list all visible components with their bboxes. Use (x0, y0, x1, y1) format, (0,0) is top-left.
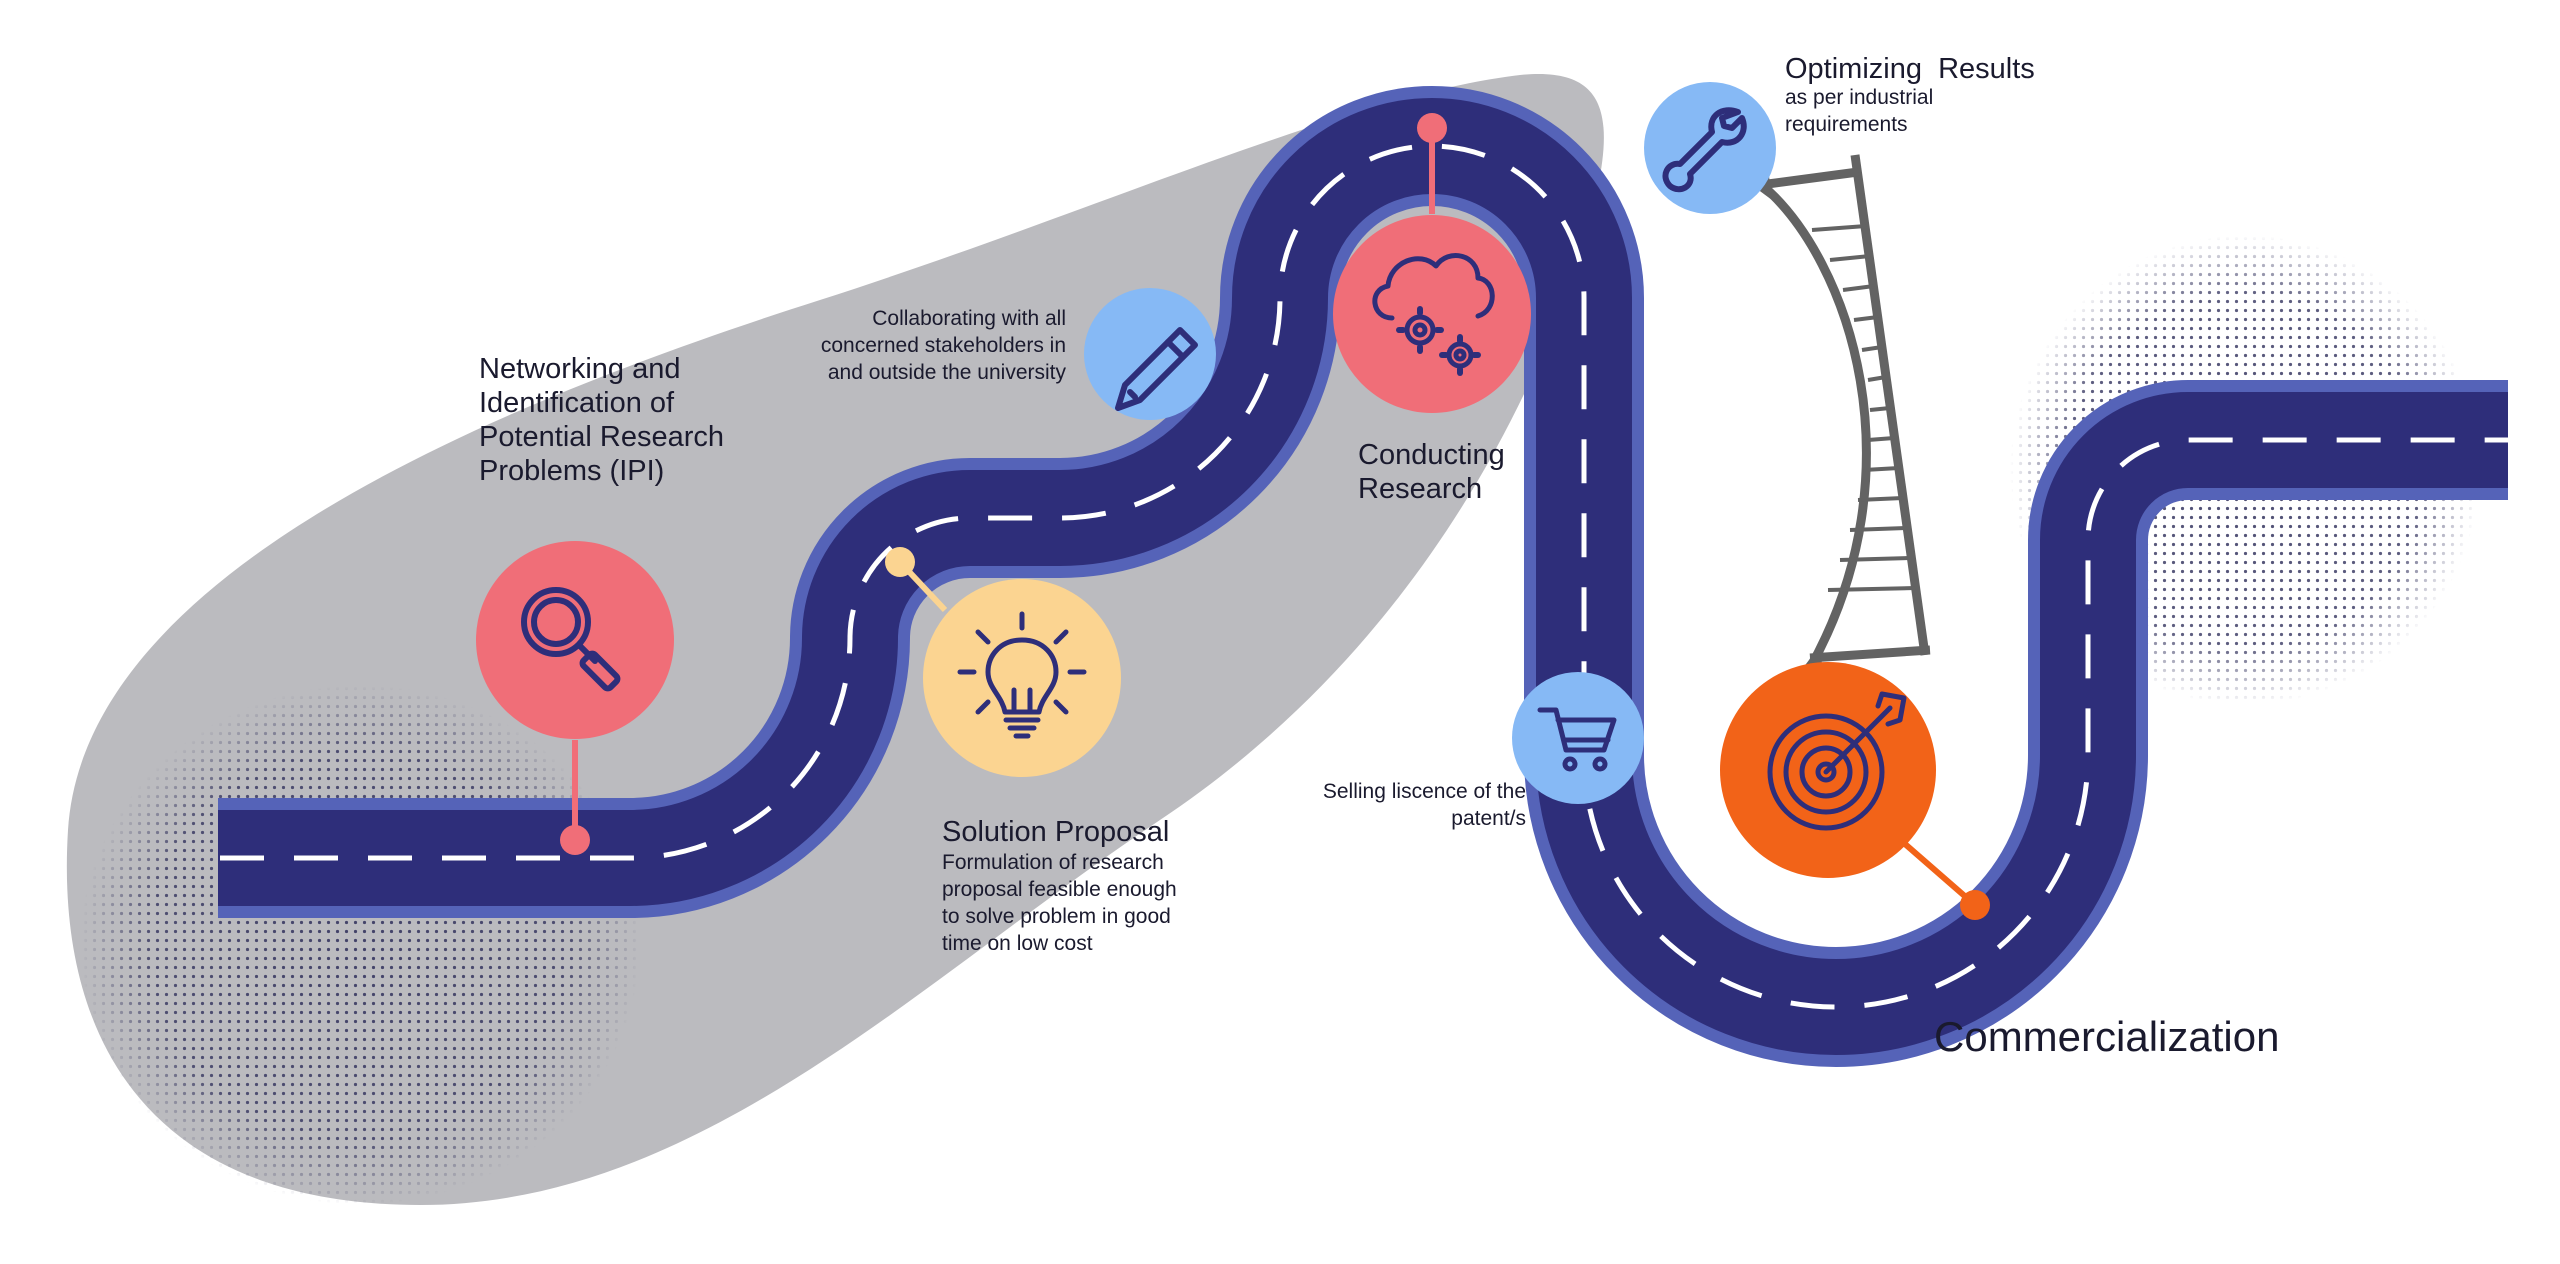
pencil-icon (1115, 327, 1198, 411)
solution-title: Solution Proposal (942, 816, 1170, 848)
optimizing-node (1644, 82, 1776, 214)
solution-node (885, 547, 1121, 777)
cloud-gears-icon (1372, 253, 1495, 376)
optimizing-text: as per industrial requirements (1785, 86, 1934, 136)
networking-node (476, 541, 674, 855)
collaborating-text: Collaborating with all concerned stakeho… (820, 307, 1066, 384)
commercialization-title: Commercialization (1934, 1013, 2280, 1060)
collaborating-node (1084, 288, 1216, 420)
conducting-title: Conducting Research (1358, 439, 1505, 505)
magnifier-icon (521, 587, 621, 692)
selling-text: Selling liscence of the patent/s (1322, 780, 1526, 830)
solution-text: Formulation of research proposal feasibl… (942, 851, 1177, 955)
target-icon (1767, 691, 1907, 831)
road (218, 86, 2508, 1067)
lightbulb-icon (957, 611, 1087, 739)
selling-node (1512, 672, 1644, 804)
ladder-arrow (1745, 154, 1931, 678)
cart-icon (1537, 707, 1617, 772)
optimizing-title: Optimizing Results (1785, 53, 2035, 85)
commercialization-node (1720, 662, 1990, 920)
dot-pattern-left (80, 685, 640, 1205)
networking-title: Networking and Identification of Potenti… (479, 353, 725, 487)
wrench-icon (1662, 107, 1747, 193)
conducting-node (1333, 113, 1531, 413)
